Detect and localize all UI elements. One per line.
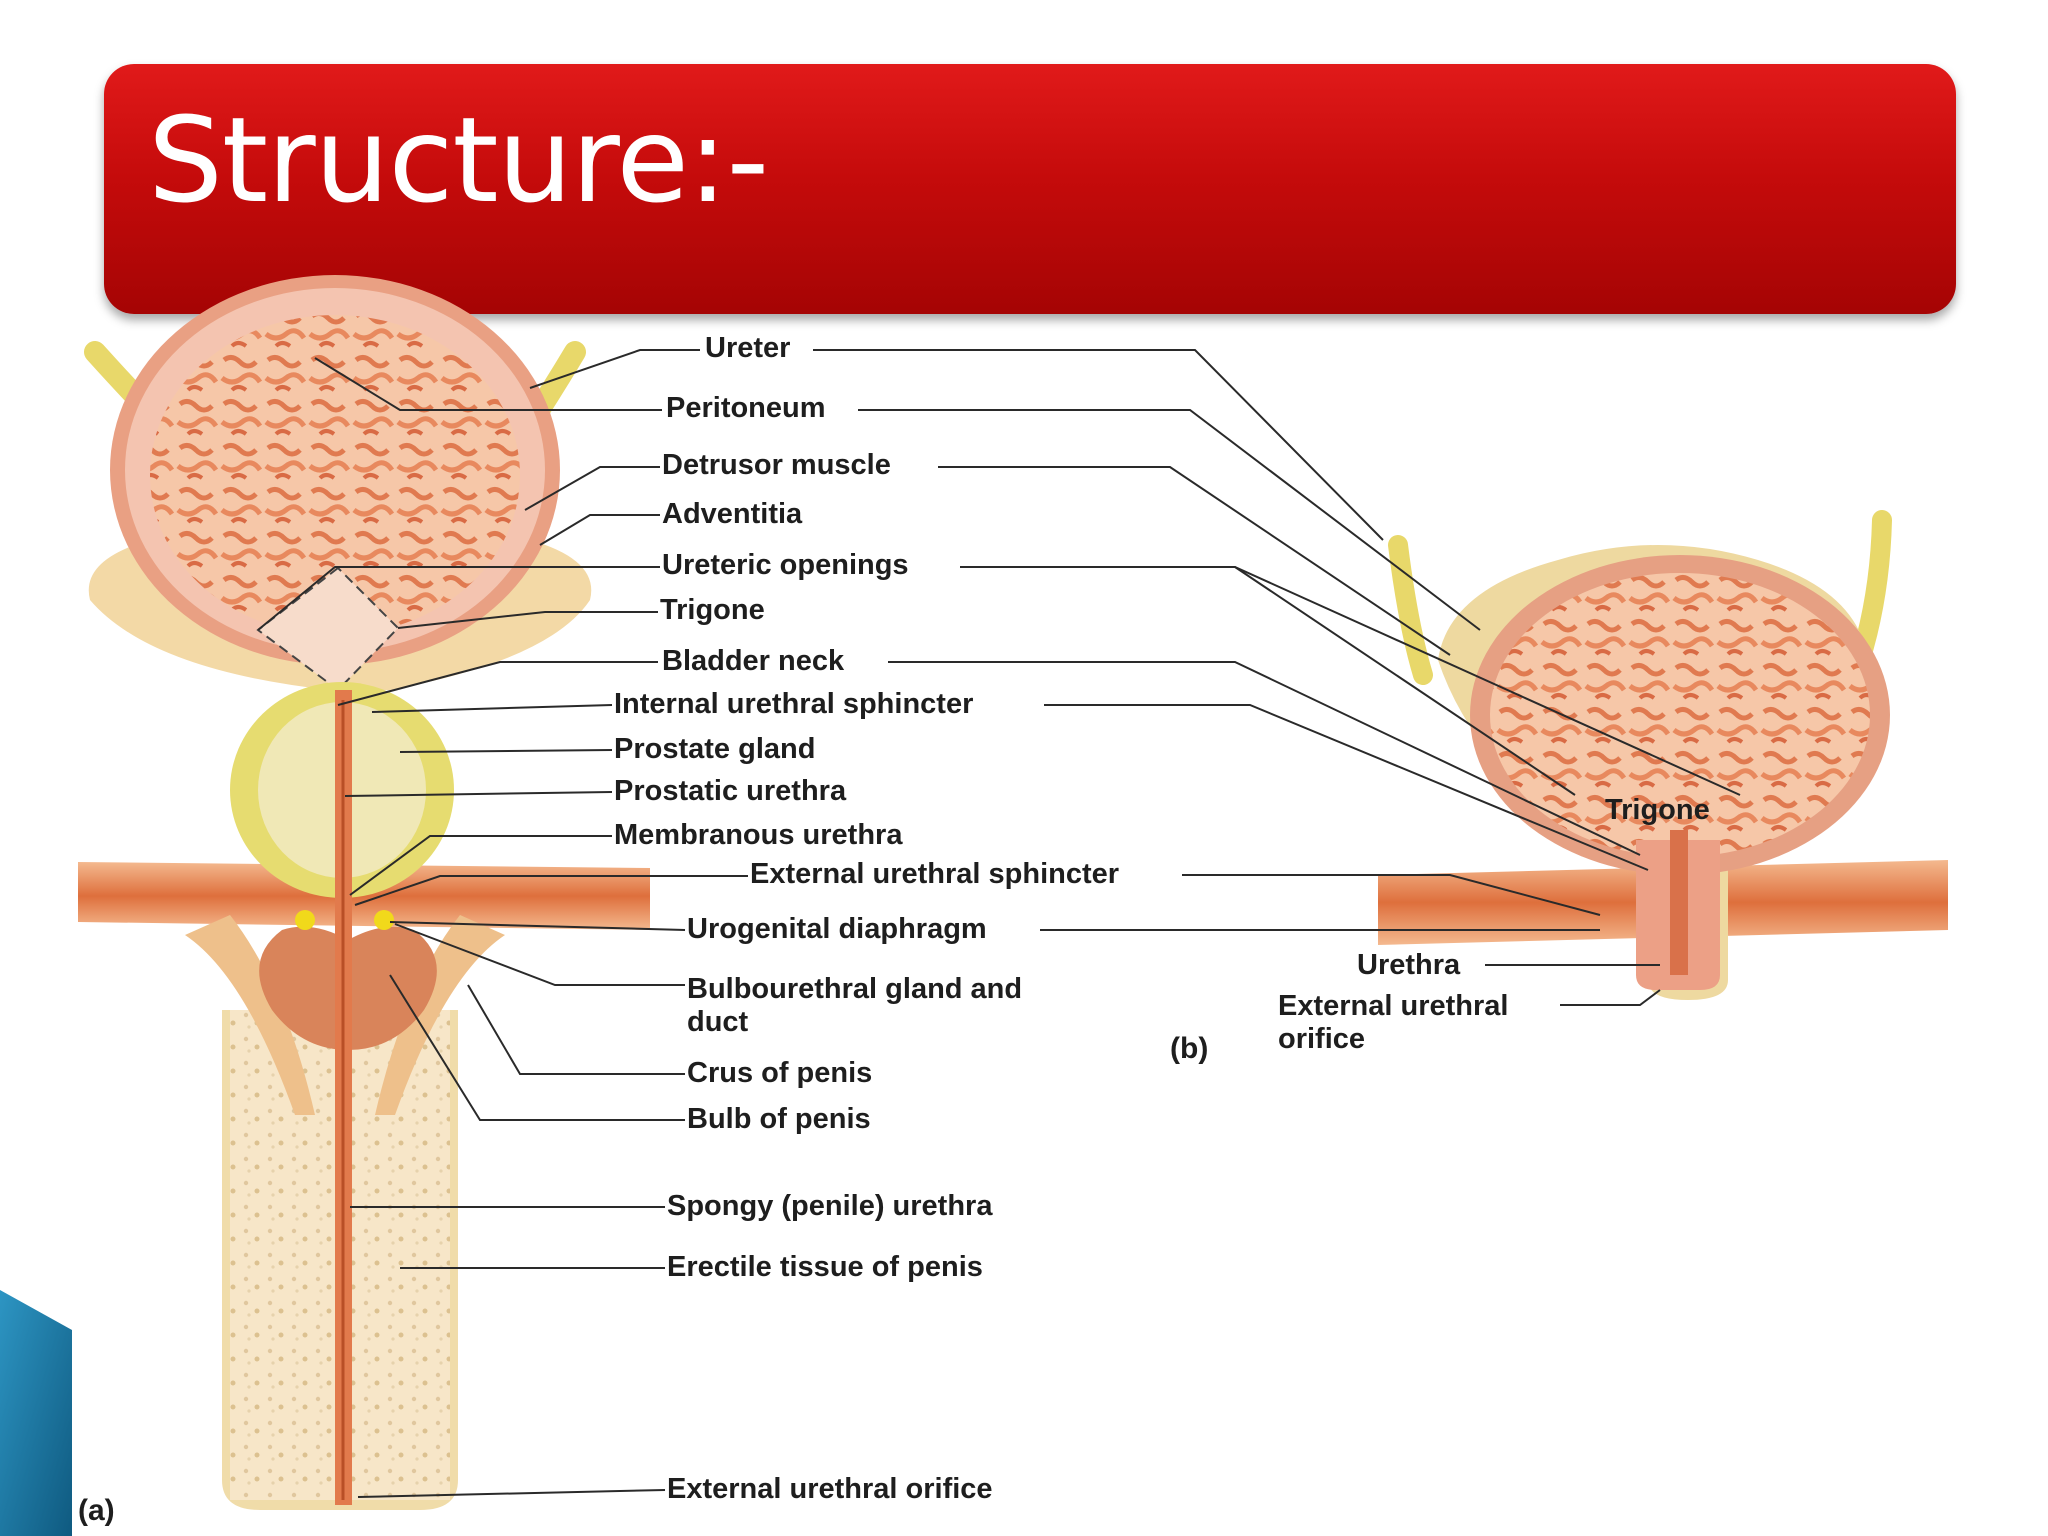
label-external-urethral-orifice-b: External urethral orifice	[1278, 990, 1509, 1056]
panel-a-illustration	[78, 275, 650, 1510]
label-ureteric-openings: Ureteric openings	[662, 549, 909, 581]
corner-accent-shape	[0, 1290, 72, 1536]
label-bladder-neck: Bladder neck	[662, 645, 845, 677]
label-trigone: Trigone	[660, 594, 765, 626]
label-ureter: Ureter	[705, 332, 791, 364]
label-detrusor-muscle: Detrusor muscle	[662, 449, 891, 481]
label-internal-urethral-sphincter: Internal urethral sphincter	[614, 688, 974, 720]
label-crus-of-penis: Crus of penis	[687, 1057, 873, 1089]
label-erectile-tissue: Erectile tissue of penis	[667, 1251, 983, 1283]
label-external-urethral-orifice-a: External urethral orifice	[667, 1473, 993, 1505]
title-bar	[104, 64, 1956, 314]
label-membranous-urethra: Membranous urethra	[614, 819, 903, 851]
label-bulb-of-penis: Bulb of penis	[687, 1103, 871, 1135]
panel-b-tag: (b)	[1170, 1032, 1209, 1065]
label-adventitia: Adventitia	[662, 498, 803, 530]
label-bulbourethral-gland: Bulbourethral gland and duct	[687, 973, 1023, 1039]
slide-title: Structure:-	[148, 91, 769, 229]
label-prostatic-urethra: Prostatic urethra	[614, 775, 847, 807]
label-external-urethral-sphincter: External urethral sphincter	[750, 858, 1120, 890]
leader-lines	[257, 349, 1741, 1498]
label-peritoneum: Peritoneum	[666, 392, 826, 424]
label-urogenital-diaphragm: Urogenital diaphragm	[687, 913, 987, 945]
panel-a-tag: (a)	[78, 1494, 115, 1527]
label-prostate-gland: Prostate gland	[614, 733, 816, 765]
label-spongy-urethra: Spongy (penile) urethra	[667, 1190, 993, 1222]
label-urethra-b: Urethra	[1357, 949, 1461, 981]
label-trigone-b: Trigone	[1605, 794, 1710, 826]
